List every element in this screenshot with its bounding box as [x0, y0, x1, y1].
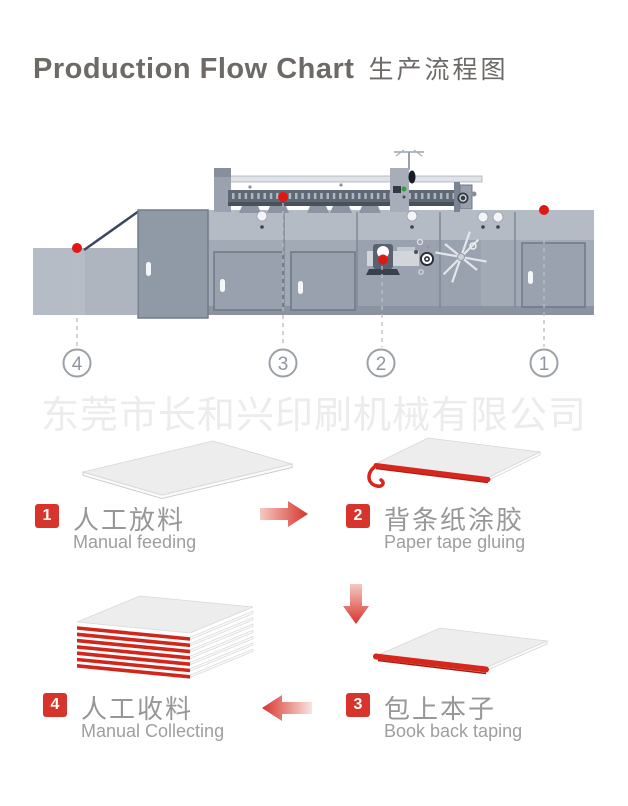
step-3-label-zh: 包上本子: [384, 694, 497, 724]
marker-connectors: [76, 203, 545, 347]
step-1-label-zh: 人工放料: [73, 505, 186, 535]
arrow-left-icon: [262, 695, 312, 721]
fan-wheel: [435, 231, 487, 283]
gluing-unit: [366, 238, 434, 275]
book-stack-illustration: [76, 595, 254, 679]
svg-text:1: 1: [539, 354, 550, 375]
step-4-label-en: Manual Collecting: [81, 721, 225, 741]
control-post: [390, 149, 424, 212]
step-4-label-zh: 人工收料: [81, 694, 194, 724]
taped-sheet-illustration: [367, 437, 542, 488]
station-dots: [72, 192, 549, 253]
svg-text:2: 2: [376, 354, 387, 375]
rail-end-cap: [454, 182, 477, 212]
conveyor-rail: [214, 168, 483, 213]
svg-text:4: 4: [72, 354, 83, 375]
svg-text:3: 3: [278, 354, 289, 375]
marker-circle-3: 3: [268, 348, 298, 378]
left-cabinet: [137, 209, 209, 319]
step-3-label-en: Book back taping: [384, 721, 523, 741]
company-watermark: 东莞市长和兴印刷机械有限公司: [40, 395, 587, 437]
control-knobs: [256, 210, 504, 229]
marker-circle-1: 1: [529, 348, 559, 378]
machine-illustration: 4 3 2 1: [33, 149, 594, 378]
step-2-badge: 2: [346, 504, 370, 528]
step-2-label-zh: 背条纸涂胶: [384, 505, 525, 535]
paper-sheet-illustration: [81, 440, 294, 499]
step-1-badge: 1: [35, 504, 59, 528]
arrow-down-icon: [343, 584, 369, 624]
step-1-label-en: Manual feeding: [73, 532, 197, 552]
page-title: Production Flow Chart 生产流程图: [33, 50, 508, 86]
marker-circle-4: 4: [62, 348, 92, 378]
taped-book-illustration: [373, 627, 549, 675]
step-2-label-en: Paper tape gluing: [384, 532, 526, 552]
step-4-badge: 4: [43, 693, 67, 717]
page-title-en: Production Flow Chart: [33, 53, 355, 85]
marker-circle-2: 2: [366, 348, 396, 378]
stack-layers: [77, 610, 254, 679]
arrow-right-icon: [260, 501, 308, 527]
machine-doors: [213, 242, 586, 311]
step-3-badge: 3: [346, 693, 370, 717]
infeed-platform: [33, 209, 140, 315]
page-title-zh: 生产流程图: [368, 56, 509, 84]
